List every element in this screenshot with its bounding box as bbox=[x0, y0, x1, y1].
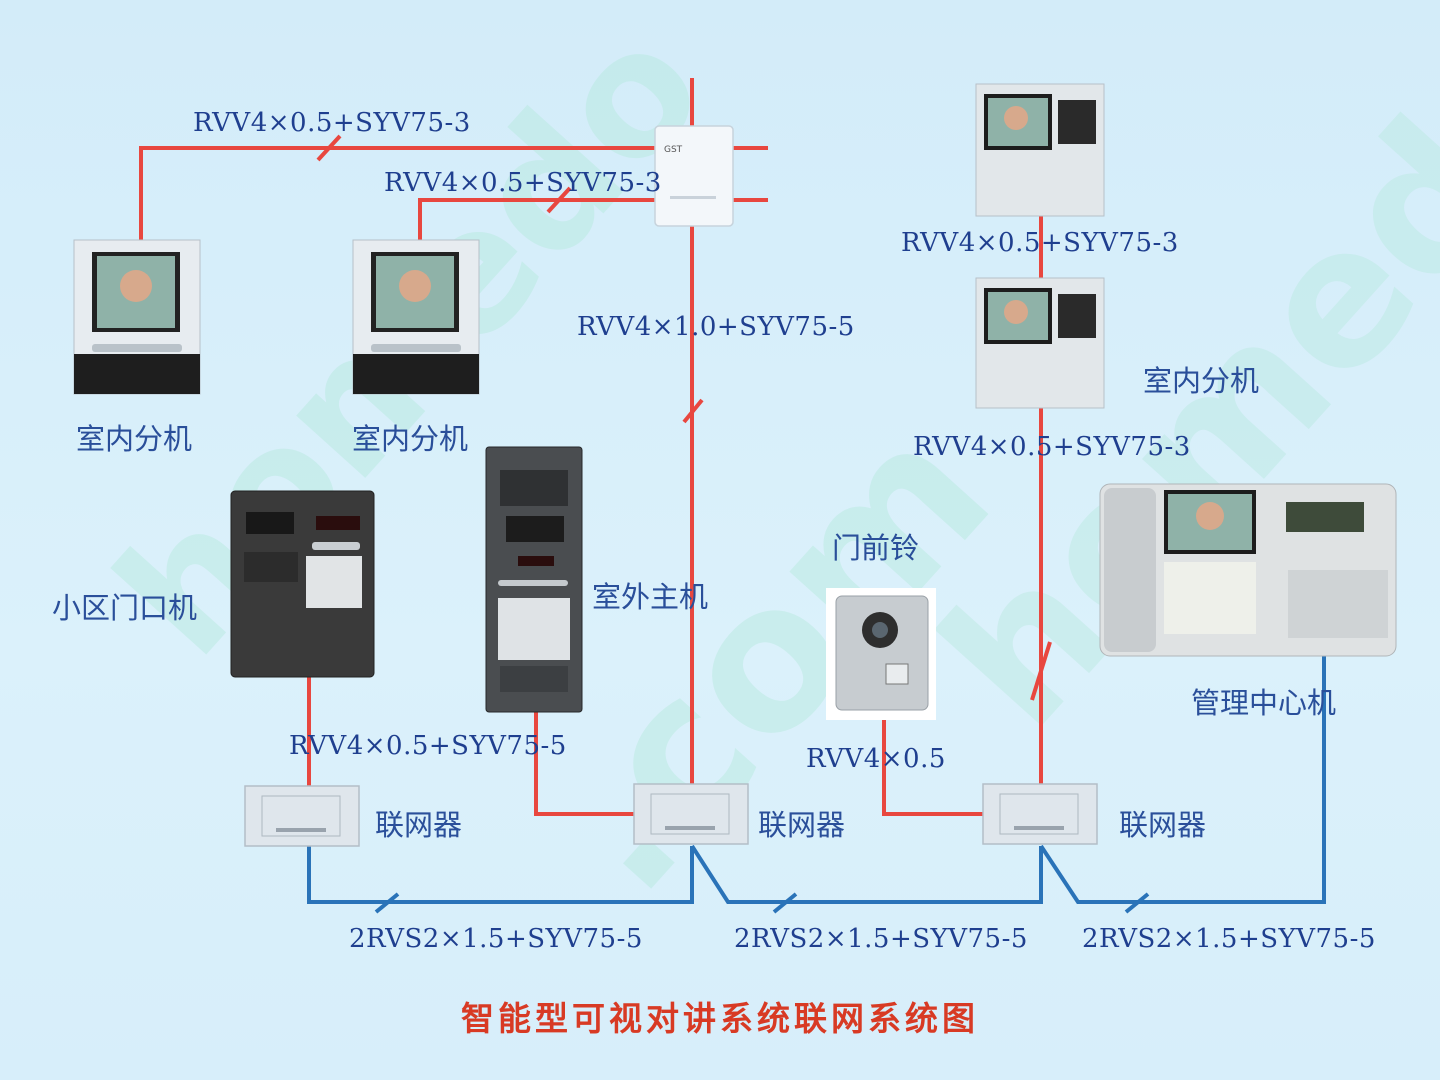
cable-label-indoor-1: RVV4×0.5+SYV75-3 bbox=[193, 108, 471, 138]
wire-indoor-2 bbox=[418, 198, 692, 240]
cable-label-indoor-2: RVV4×0.5+SYV75-3 bbox=[384, 168, 662, 198]
networker-box-1 bbox=[244, 785, 360, 847]
label-indoor-unit-1: 室内分机 bbox=[76, 422, 193, 456]
label-community-gate: 小区门口机 bbox=[52, 591, 198, 625]
cable-label-right-upper: RVV4×0.5+SYV75-3 bbox=[901, 228, 1179, 258]
label-indoor-unit-2: 室内分机 bbox=[352, 422, 469, 456]
bus-wires bbox=[307, 656, 1326, 914]
wire-indoor-1 bbox=[139, 146, 692, 240]
indoor-unit-1-device bbox=[73, 239, 201, 395]
label-networker-3: 联网器 bbox=[1119, 808, 1207, 842]
label-networker-1: 联网器 bbox=[375, 808, 463, 842]
distributor-box: GST bbox=[654, 125, 734, 227]
indoor-unit-3a-device bbox=[975, 83, 1105, 217]
networker-box-2 bbox=[633, 783, 749, 845]
label-indoor-unit-3: 室内分机 bbox=[1143, 364, 1260, 398]
label-outdoor-main: 室外主机 bbox=[592, 580, 709, 614]
bus-label-1: 2RVS2×1.5+SYV75-5 bbox=[349, 924, 643, 954]
label-management-center: 管理中心机 bbox=[1191, 686, 1337, 720]
bus-label-2: 2RVS2×1.5+SYV75-5 bbox=[734, 924, 1028, 954]
label-doorbell: 门前铃 bbox=[832, 531, 920, 565]
svg-text:GST: GST bbox=[664, 145, 683, 155]
management-center-device bbox=[1099, 483, 1397, 657]
community-gate-device bbox=[230, 490, 375, 678]
cable-label-doorbell: RVV4×0.5 bbox=[806, 744, 946, 774]
doorbell-device bbox=[826, 588, 936, 720]
networker-box-3 bbox=[982, 783, 1098, 845]
diagram-title: 智能型可视对讲系统联网系统图 bbox=[461, 999, 979, 1038]
cable-label-gate: RVV4×0.5+SYV75-5 bbox=[289, 731, 567, 761]
cable-label-right-lower: RVV4×0.5+SYV75-3 bbox=[913, 432, 1191, 462]
cable-label-main-riser: RVV4×1.0+SYV75-5 bbox=[577, 312, 855, 342]
label-networker-2: 联网器 bbox=[758, 808, 846, 842]
bus-label-3: 2RVS2×1.5+SYV75-5 bbox=[1082, 924, 1376, 954]
indoor-unit-2-device bbox=[352, 239, 480, 395]
outdoor-main-device bbox=[485, 446, 583, 713]
indoor-unit-3b-device bbox=[975, 277, 1105, 409]
